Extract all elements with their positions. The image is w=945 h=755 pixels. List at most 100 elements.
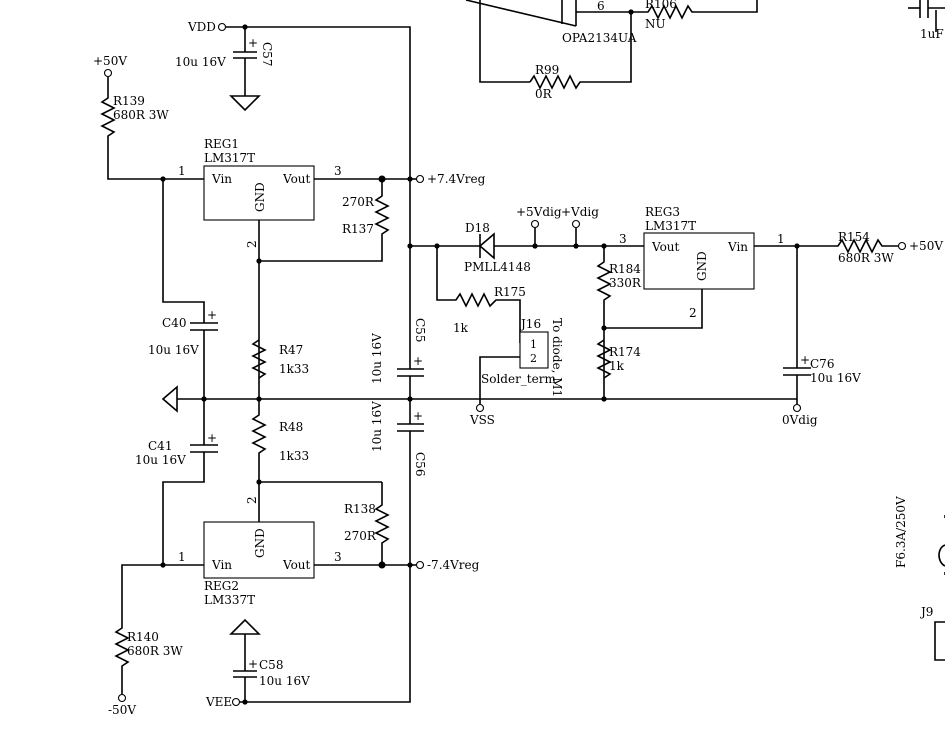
pvdig-label: +Vdig xyxy=(561,205,599,219)
opamp-pin6-label: 6 xyxy=(597,0,605,13)
c40-plus: + xyxy=(207,308,217,322)
r47-value: 1k33 xyxy=(279,362,309,376)
digital-supply-taps: +5Vdig +Vdig xyxy=(516,205,607,249)
d18-part: PMLL4148 xyxy=(464,260,531,274)
reg3-pin-in: 1 xyxy=(777,232,785,246)
c76-ref: C76 xyxy=(810,357,834,371)
reg3-pin-adj: 2 xyxy=(689,306,697,320)
r99-value: 0R xyxy=(535,87,553,101)
r175-j16: R175 1k J16 1 2 Solder_term To diode, M1… xyxy=(436,246,564,427)
fuse-j9-fragment: F6.3A/250V J9 xyxy=(894,496,945,661)
r47: R47 1k33 xyxy=(251,339,309,379)
capacitor-1uf-fragment: 1uF xyxy=(908,0,945,41)
reg2-vout: Vout xyxy=(282,558,311,572)
c58-ref: C58 xyxy=(259,658,283,672)
reg3-vout: Vout xyxy=(651,240,680,254)
r139-value: 680R 3W xyxy=(113,108,169,122)
reg3-input: +50V R154 680R 3W + C76 10u 16V 0Vdig xyxy=(754,230,943,427)
c57-ref: C57 xyxy=(260,42,274,66)
n50-label: -50V xyxy=(108,703,136,717)
reg2-vin: Vin xyxy=(211,558,232,572)
r140-ref: R140 xyxy=(127,630,159,644)
reg2-output: -7.4Vreg R138 270R xyxy=(314,482,480,572)
c41: + C41 10u 16V xyxy=(135,399,218,565)
reg2-gnd: GND xyxy=(253,528,267,558)
reg1-vin: Vin xyxy=(211,172,232,186)
c76-value: 10u 16V xyxy=(810,371,861,385)
r140-input: R140 680R 3W -50V xyxy=(108,562,204,717)
r138-ref: R138 xyxy=(344,502,376,516)
c55-plus: + xyxy=(413,354,423,368)
c41-plus: + xyxy=(207,431,217,445)
r175-ref: R175 xyxy=(494,285,526,299)
vss-label: VSS xyxy=(469,413,495,427)
r184-ref: R184 xyxy=(609,262,641,276)
reg3-vin: Vin xyxy=(727,240,748,254)
j16-ref: J16 xyxy=(519,317,541,331)
c56-value: 10u 16V xyxy=(370,401,384,452)
reg2-ref: REG2 xyxy=(204,579,239,593)
fuse-label: F6.3A/250V xyxy=(894,496,908,568)
c56-ref: C56 xyxy=(413,452,427,476)
reg1-gnd: GND xyxy=(253,182,267,212)
j9-ref: J9 xyxy=(919,605,933,619)
r154-ref: R154 xyxy=(838,230,870,244)
reg2-part: LM337T xyxy=(204,593,255,607)
c58-plus: + xyxy=(248,657,258,671)
r48: R48 1k33 xyxy=(251,399,382,522)
r139-ref: R139 xyxy=(113,94,145,108)
reg2-pin-out: 3 xyxy=(334,550,342,564)
reg1-output: +7.4Vreg 270R R137 xyxy=(256,172,486,399)
vdd-label: VDD xyxy=(187,20,216,34)
reg2-pin-adj: 2 xyxy=(245,496,259,504)
vee-label: VEE xyxy=(205,695,232,709)
reg1-ref: REG1 xyxy=(204,137,239,151)
reg1-pin-adj: 2 xyxy=(245,240,259,248)
r99-ref: R99 xyxy=(535,63,559,77)
p5vdig-label: +5Vdig xyxy=(516,205,562,219)
c-top-value: 1uF xyxy=(920,27,944,41)
r184-value: 330R xyxy=(609,276,642,290)
r106-ref: R106 xyxy=(645,0,677,11)
c40: + C40 10u 16V xyxy=(148,176,218,399)
d18-ref: D18 xyxy=(465,221,490,235)
c57-plus: + xyxy=(248,36,258,50)
r47-ref: R47 xyxy=(279,343,303,357)
reg3-pin-out: 3 xyxy=(619,232,627,246)
p50r-label: +50V xyxy=(909,239,943,253)
c58-value: 10u 16V xyxy=(259,674,310,688)
r139-input: +50V R139 680R 3W xyxy=(93,54,204,180)
c40-ref: C40 xyxy=(162,316,186,330)
j16-type: Solder_term xyxy=(481,372,556,386)
c55-value: 10u 16V xyxy=(370,333,384,384)
reg2-pin-in: 1 xyxy=(178,550,186,564)
r138-value: 270R xyxy=(344,529,377,543)
c76-plus: + xyxy=(800,353,810,367)
c57-value: 10u 16V xyxy=(175,55,226,69)
r137-ref: R137 xyxy=(342,222,374,236)
ovdig-label: 0Vdig xyxy=(782,413,818,427)
reg1-vout: Vout xyxy=(282,172,311,186)
r174-value: 1k xyxy=(609,359,625,373)
vdd-rail: VDD + 10u 16V C57 xyxy=(175,20,411,179)
r154-value: 680R 3W xyxy=(838,251,894,265)
c41-value: 10u 16V xyxy=(135,453,186,467)
r175-value: 1k xyxy=(453,321,469,335)
c41-ref: C41 xyxy=(148,439,172,453)
reg2: REG2 LM337T Vin Vout GND 1 3 2 xyxy=(178,496,342,607)
p74-label: +7.4Vreg xyxy=(427,172,486,186)
opamp-fragment: 6 OPA2134UA R106 NU R99 0R xyxy=(465,0,758,101)
reg3-ref: REG3 xyxy=(645,205,680,219)
c56-plus: + xyxy=(413,409,423,423)
r106-value: NU xyxy=(645,17,666,31)
j16-pin1: 1 xyxy=(530,338,537,351)
r48-ref: R48 xyxy=(279,420,303,434)
r184-r174: R184 330R R174 1k xyxy=(596,246,703,399)
j16-note: To diode, M1 xyxy=(550,318,564,397)
reg3-gnd: GND xyxy=(695,251,709,281)
c55-c56: + + C55 10u 16V C56 10u 16V xyxy=(370,179,427,565)
c55-ref: C55 xyxy=(413,318,427,342)
reg1: REG1 LM317T Vin Vout GND 1 3 2 xyxy=(178,137,342,248)
